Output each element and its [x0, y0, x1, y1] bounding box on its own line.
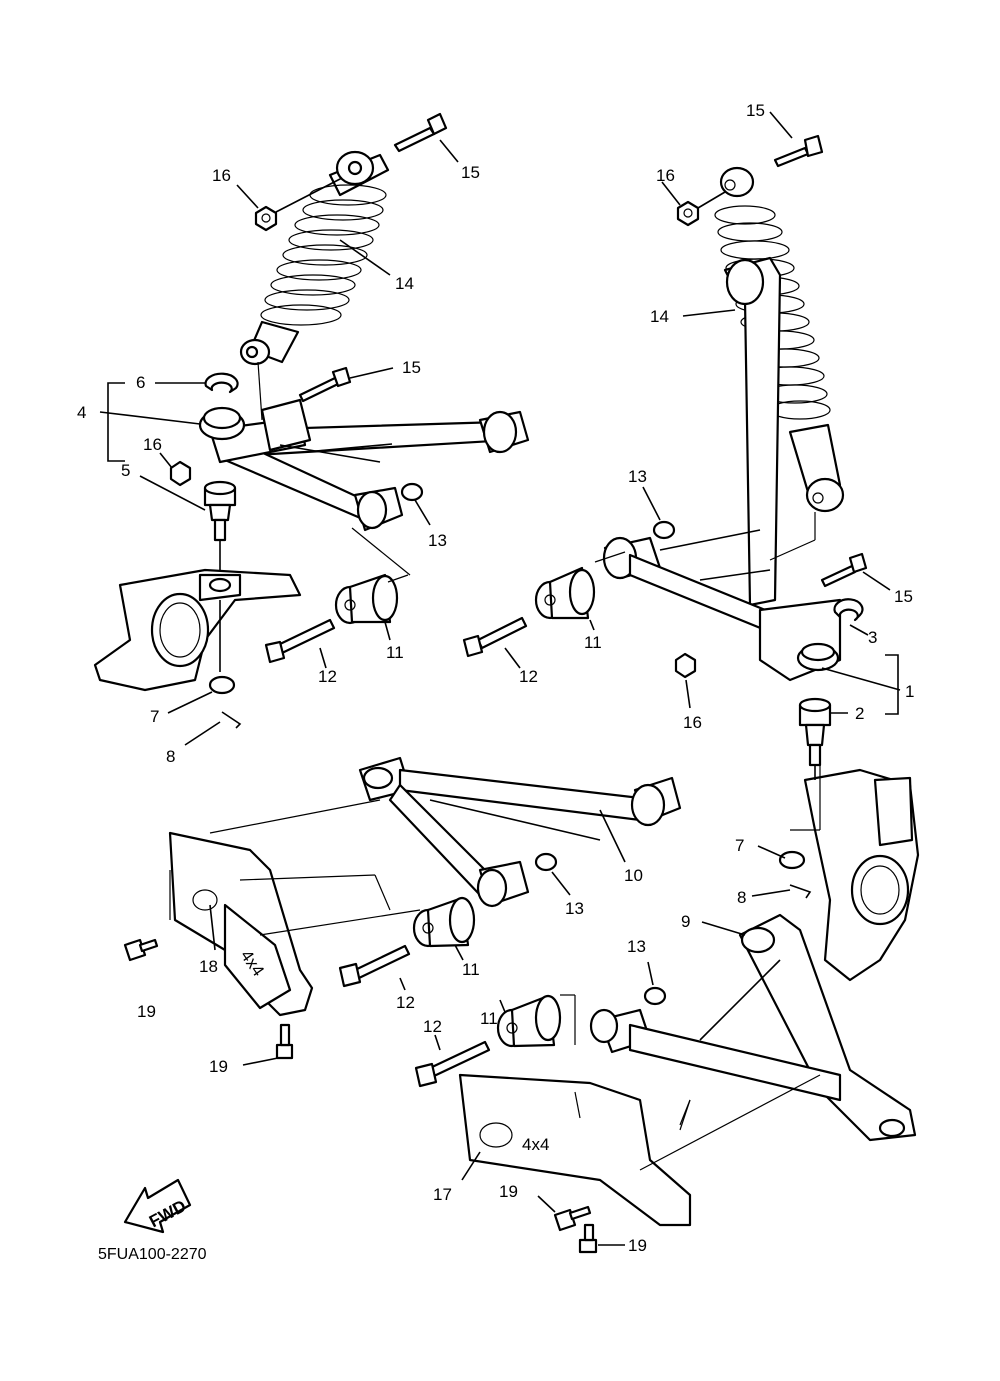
- callout-13-d: 13: [627, 937, 646, 956]
- left-ball-joint: [203, 480, 237, 542]
- callout-7-b: 7: [735, 836, 744, 855]
- callout-3: 3: [868, 628, 877, 647]
- right-bushing-11: [534, 566, 596, 620]
- callouts: 15 16 14 6 15 4 16 5 13 11 12 7 8 15 16 14 13 15 3 11 12 1 16 2…: [77, 101, 914, 1255]
- right-ball-joint: [798, 697, 832, 767]
- callout-7-a: 7: [150, 707, 159, 726]
- callout-16-a: 16: [212, 166, 231, 185]
- left-arm-nut: [169, 460, 192, 487]
- callout-5: 5: [121, 461, 130, 480]
- callout-16-d: 16: [683, 713, 702, 732]
- left-bushing-11: [334, 573, 399, 625]
- callout-12-a: 12: [318, 667, 337, 686]
- callout-1: 1: [905, 682, 914, 701]
- callout-6: 6: [136, 373, 145, 392]
- right-cotter-pin: [789, 884, 812, 899]
- right-ball-joint-cup: [796, 642, 840, 672]
- right-arm-nut: [674, 652, 697, 679]
- lower-bolt-12-b: [414, 1040, 491, 1088]
- callout-19-b: 19: [209, 1057, 228, 1076]
- lower-bushing-11-b: [496, 994, 562, 1048]
- callout-17: 17: [433, 1185, 452, 1204]
- bolt-19-b: [275, 1023, 294, 1060]
- lower-arm-10: [358, 756, 682, 908]
- right-bolt-12: [462, 616, 528, 658]
- bolt-19-d: [578, 1223, 598, 1254]
- fwd-arrow-icon: FWD: [123, 1178, 192, 1234]
- right-castle-nut: [778, 850, 806, 870]
- left-circlip: [204, 372, 239, 394]
- guard-marking-17: 4x4: [522, 1135, 549, 1154]
- callout-13-b: 13: [628, 467, 647, 486]
- right-upper-nut: [676, 200, 700, 227]
- callout-13-c: 13: [565, 899, 584, 918]
- callout-4: 4: [77, 403, 86, 422]
- callout-19-a: 19: [137, 1002, 156, 1021]
- callout-15-c: 15: [746, 101, 765, 120]
- right-collar-13: [652, 520, 676, 540]
- right-knuckle: [803, 768, 920, 982]
- left-upper-arm: [208, 398, 530, 532]
- assembly-lines: [169, 361, 821, 1171]
- lower-collar-13-b: [643, 986, 667, 1006]
- callout-15-b: 15: [402, 358, 421, 377]
- callout-11-a: 11: [386, 643, 404, 662]
- left-collar-13: [400, 482, 424, 502]
- callout-10: 10: [624, 866, 643, 885]
- left-shock-absorber: [239, 150, 390, 366]
- bracket-4-6-5: [107, 382, 125, 462]
- callout-19-d: 19: [628, 1236, 647, 1255]
- callout-8-a: 8: [166, 747, 175, 766]
- callout-12-d: 12: [423, 1017, 442, 1036]
- guard-18: 4x4: [168, 831, 314, 1017]
- callout-8-b: 8: [737, 888, 746, 907]
- callout-16-b: 16: [143, 435, 162, 454]
- left-castle-nut: [208, 675, 236, 695]
- left-upper-bolt: [393, 112, 448, 153]
- callout-18: 18: [199, 957, 218, 976]
- callout-11-c: 11: [462, 960, 480, 979]
- callout-12-b: 12: [519, 667, 538, 686]
- callout-13-a: 13: [428, 531, 447, 550]
- left-cotter-pin: [221, 711, 242, 729]
- right-upper-arm: [602, 256, 842, 682]
- lower-bushing-11-a: [412, 896, 476, 948]
- left-upper-nut: [254, 205, 278, 232]
- callout-14-b: 14: [650, 307, 669, 326]
- leader-lines: [99, 111, 901, 1246]
- guard-17: 4x4: [458, 1073, 692, 1227]
- left-bolt-12: [264, 618, 336, 664]
- bolt-19-c: [553, 1205, 592, 1232]
- callout-11-d: 11: [480, 1009, 498, 1028]
- bolt-19-a: [123, 938, 159, 962]
- lower-arm-9: [589, 913, 917, 1142]
- callout-16-c: 16: [656, 166, 675, 185]
- lower-collar-13: [534, 852, 558, 872]
- right-upper-bolt: [773, 134, 824, 168]
- left-knuckle: [93, 568, 302, 692]
- diagram-code: 5FUA100-2270: [98, 1246, 207, 1263]
- bracket-3-1-2: [885, 654, 899, 715]
- callout-2: 2: [855, 704, 864, 723]
- callout-11-b: 11: [584, 633, 602, 652]
- lower-bolt-12-a: [338, 944, 411, 988]
- callout-9: 9: [681, 912, 690, 931]
- right-circlip: [833, 598, 864, 622]
- right-arm-bolt: [820, 552, 868, 588]
- left-ball-joint-cup: [198, 406, 246, 441]
- callout-14-a: 14: [395, 274, 414, 293]
- left-arm-bolt: [298, 366, 352, 403]
- callout-19-c: 19: [499, 1182, 518, 1201]
- callout-15-d: 15: [894, 587, 913, 606]
- callout-15-a: 15: [461, 163, 480, 182]
- callout-12-c: 12: [396, 993, 415, 1012]
